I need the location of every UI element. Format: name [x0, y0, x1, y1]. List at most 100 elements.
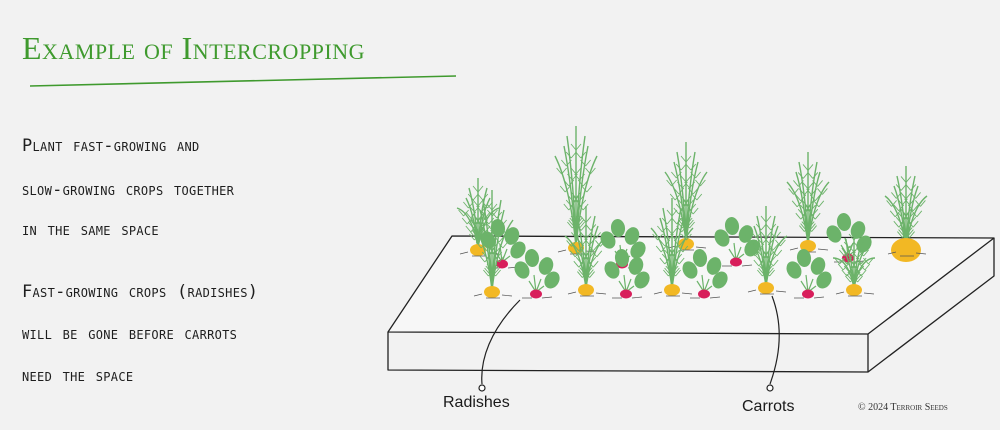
carrot-leaflet [580, 232, 592, 240]
carrot-leaflet [671, 217, 683, 225]
carrot-leaflet [479, 235, 491, 243]
carrot-leaflet [764, 269, 775, 277]
carrot-leaflet [486, 203, 498, 211]
carrot-leaflet [490, 269, 501, 277]
carrot-leaflet [770, 231, 781, 239]
carrot-root [846, 284, 862, 296]
carrot-leaflet [566, 240, 577, 247]
carrot-leaflet [863, 257, 874, 265]
carrot-root [578, 284, 594, 296]
description-line-4: Fast-growing crops (radishes) [22, 282, 259, 302]
radish-leaf [692, 249, 708, 267]
carrot-leaflet [496, 219, 507, 227]
carrot-leaflet [659, 239, 671, 247]
radish-leaf [614, 249, 630, 267]
radish-leaf [630, 241, 646, 259]
carrot-leaflet [905, 184, 917, 191]
radish-leaf [826, 225, 842, 243]
soil-marks [473, 293, 513, 299]
radish-leaf [600, 231, 616, 249]
carrot-leaflet [570, 143, 582, 151]
carrot-leaflet [497, 241, 509, 249]
carrot-leaflet [760, 215, 772, 223]
soil-marks [835, 291, 875, 297]
carrot-leaflet [911, 210, 923, 218]
carrot-leaflet [486, 223, 498, 231]
radish-root [698, 289, 710, 299]
radish-root [620, 289, 632, 299]
carrot-leaflet [575, 151, 587, 159]
carrot-leaflet [834, 257, 845, 265]
carrot-leaflet [760, 231, 772, 239]
radish-root [530, 289, 542, 299]
carrot-leaflet [669, 193, 681, 201]
carrot-foliage [685, 171, 708, 243]
carrot-leaflet [493, 255, 505, 263]
carrot-leaflet [775, 239, 786, 247]
carrot-leaflet [472, 199, 484, 207]
radish-leaf [724, 217, 740, 235]
carrot-leaflet [855, 269, 867, 277]
carrot-leaflet [795, 194, 807, 202]
radish-leaf [714, 229, 730, 247]
carrot-leaflet [684, 221, 695, 229]
radish-stem [733, 242, 737, 261]
carrot-leaflet [767, 259, 779, 267]
radish-leaf [682, 261, 698, 279]
carrot-leaflet [580, 159, 591, 167]
carrot-leaflet [791, 200, 803, 208]
carrot-foliage [671, 227, 694, 289]
radish-leaf [706, 257, 722, 275]
carrot-leaflet [581, 185, 593, 193]
carrot-leaflet [475, 241, 487, 249]
description-line-6: need the space [22, 366, 134, 386]
radish-leaf [624, 227, 640, 245]
radishes-label: Radishes [443, 394, 510, 411]
carrot-leaflet [676, 225, 687, 233]
description-line-2: slow-growing crops together [22, 180, 235, 200]
label-arrows [478, 295, 780, 392]
carrot-leaflet [858, 249, 869, 257]
description-line-3: in the same space [22, 220, 159, 240]
radish-stem [805, 274, 809, 293]
radish-leaf [510, 241, 526, 259]
carrot-leaflet [907, 204, 919, 212]
radish-root [802, 289, 814, 299]
carrot-leaflet [655, 245, 667, 253]
carrot-leaflet [673, 257, 685, 265]
carrot-leaflet [587, 244, 599, 252]
carrot-foliage [585, 235, 608, 289]
carrot-leaflet [563, 179, 575, 187]
radish-stem [623, 274, 627, 293]
carrot-leaflet [559, 185, 571, 193]
carrot-leaflet [680, 175, 692, 183]
radish-stem [533, 274, 537, 293]
carrot-leaflet [812, 180, 823, 187]
title-underline [29, 75, 457, 87]
carrot-leaflet [690, 171, 701, 179]
carrot-leaflet [852, 251, 863, 259]
radish-leaf [628, 257, 644, 275]
carrot-leaflet [695, 179, 706, 187]
soil-marks [887, 251, 927, 257]
radish-leaf [604, 261, 620, 279]
carrot-leaflet [915, 200, 926, 207]
carrot-leaflet [673, 187, 685, 195]
carrot-leaflet [565, 151, 577, 159]
radish-leaf [712, 271, 728, 289]
radish-leaf [544, 271, 560, 289]
carrot-leaflet [802, 182, 814, 190]
carrot-root [800, 240, 816, 252]
carrot-leaflet [806, 225, 817, 232]
carrot-foliage [807, 181, 830, 245]
carrot-leaflet [666, 227, 678, 235]
carrot-leaflet [587, 260, 599, 268]
radish-leaf [514, 261, 530, 279]
carrot-leaflet [900, 176, 912, 183]
radish-leaf [796, 249, 812, 267]
carrot-leaflet [673, 239, 685, 247]
radish-root [730, 257, 742, 267]
carrot-leaflet [765, 223, 777, 231]
carrot-leaflet [590, 232, 601, 239]
carrot-leaflet [848, 233, 860, 241]
